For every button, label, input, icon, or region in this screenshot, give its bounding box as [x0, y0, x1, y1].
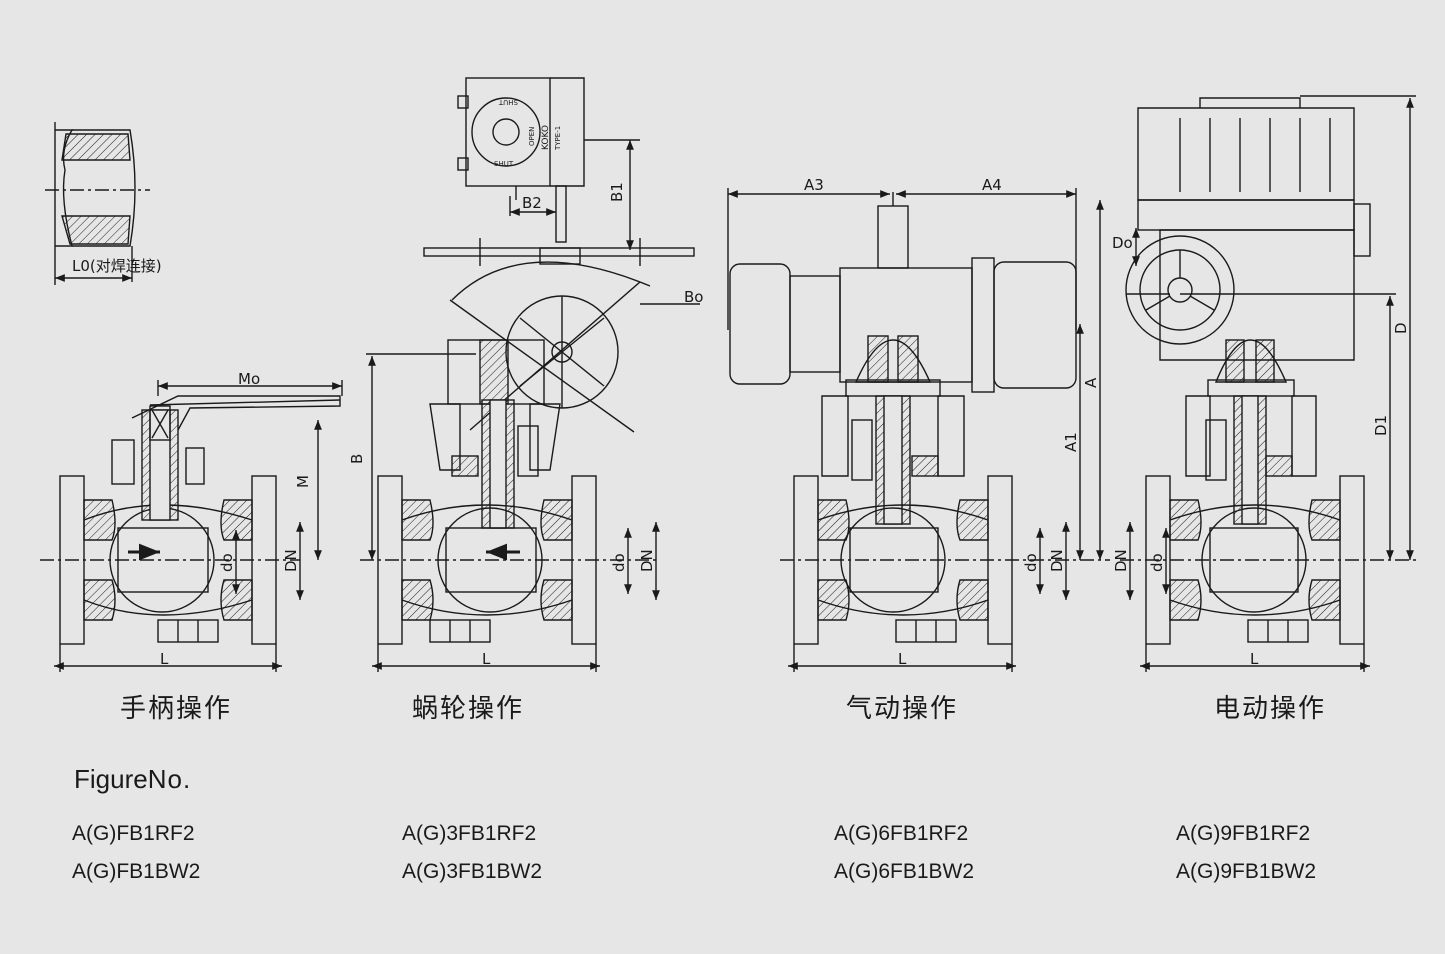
plate-brand: KOKO: [541, 125, 551, 150]
model-worm-rf: A(G)3FB1RF2: [402, 822, 537, 845]
model-pneumatic-bw: A(G)6FB1BW2: [834, 860, 975, 883]
dim-a4: A4: [982, 176, 1002, 194]
dim-do-pneumatic: do: [1022, 553, 1040, 572]
caption-worm-operation: 蜗轮操作: [412, 694, 525, 724]
plate-type: TYPE-1: [554, 126, 562, 151]
dim-do-handle: do: [218, 553, 236, 572]
dim-l-electric: L: [1250, 650, 1259, 668]
model-worm-bw: A(G)3FB1BW2: [402, 860, 543, 883]
dim-mo-handle: Mo: [238, 370, 260, 388]
figure-title-no: No.: [147, 764, 192, 794]
dim-b1: B1: [608, 182, 626, 202]
dim-do-worm: do: [610, 553, 628, 572]
dim-d: D: [1392, 322, 1410, 334]
caption-electric-operation: 电动操作: [1214, 694, 1327, 724]
valve-worm: [360, 77, 700, 672]
dim-l-worm: L: [482, 650, 491, 668]
dim-dn-pneumatic: DN: [1048, 549, 1066, 572]
dim-a1: A1: [1062, 432, 1080, 452]
model-electric-bw: A(G)9FB1BW2: [1176, 860, 1317, 883]
plate-shut-bottom: SHUT: [494, 160, 514, 168]
dim-l0: L0(对焊连接): [72, 257, 162, 275]
dim-b: B: [348, 454, 366, 464]
plate-shut-top: SHUT: [498, 98, 518, 106]
dim-a: A: [1082, 377, 1100, 388]
dim-do-electric: do: [1148, 553, 1166, 572]
valve-pneumatic: [727, 188, 1110, 672]
caption-handle-operation: 手柄操作: [120, 694, 233, 724]
dim-m: M: [294, 475, 312, 488]
dim-b2: B2: [522, 194, 542, 212]
model-pneumatic-rf: A(G)6FB1RF2: [834, 822, 969, 845]
model-handle-rf: A(G)FB1RF2: [72, 822, 195, 845]
caption-pneumatic-operation: 气动操作: [846, 694, 959, 724]
model-electric-rf: A(G)9FB1RF2: [1176, 822, 1311, 845]
dim-dn-handle: DN: [282, 549, 300, 572]
dim-l-pneumatic: L: [898, 650, 907, 668]
dim-do-cap: Do: [1112, 234, 1133, 252]
model-handle-bw: A(G)FB1BW2: [72, 860, 201, 883]
plate-open: OPEN: [528, 127, 536, 146]
dim-l-handle: L: [160, 650, 169, 668]
valve-handle: [40, 380, 343, 672]
dim-dn-electric: DN: [1112, 549, 1130, 572]
dim-a3: A3: [804, 176, 824, 194]
dim-dn-worm: DN: [638, 549, 656, 572]
valve-electric: [1120, 95, 1420, 672]
figure-title-word: Figure: [74, 764, 148, 794]
dim-d1: D1: [1372, 415, 1390, 436]
dim-bo: Bo: [684, 288, 703, 306]
figure-number-title: FigureNo.: [74, 764, 191, 795]
buttweld-detail: [45, 122, 150, 285]
